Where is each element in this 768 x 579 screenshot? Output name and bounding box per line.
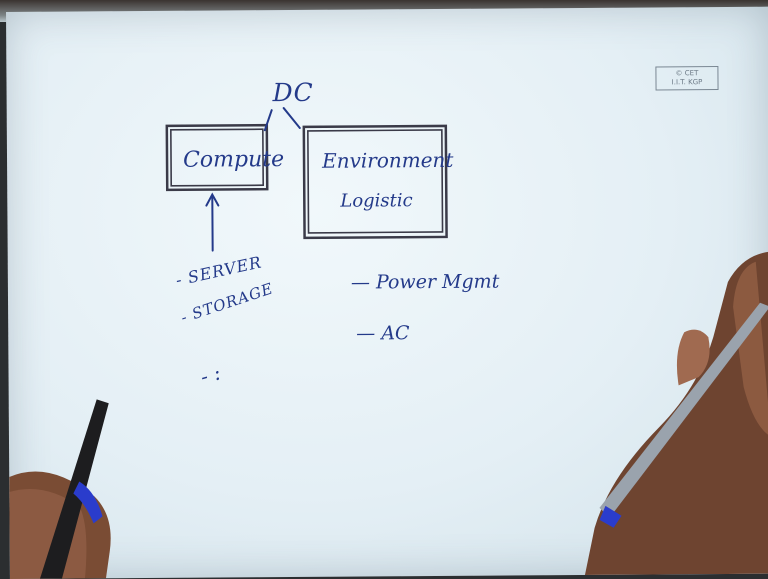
environment-item-power: — Power Mgmt: [350, 270, 500, 294]
left-hand-with-marker: [9, 399, 111, 579]
right-hand-with-marker: [584, 251, 768, 575]
compute-arrow: [205, 192, 220, 252]
compute-label: Compute: [182, 147, 285, 173]
handwritten-strokes: [9, 107, 768, 579]
environment-item-ac: — AC: [356, 322, 410, 345]
dc-connectors: [263, 107, 301, 132]
compute-box: [165, 123, 269, 192]
environment-label-line-1: Environment: [321, 147, 454, 173]
environment-label-line-2: Logistic: [340, 190, 413, 212]
paper-sheet: © CET I.I.T. KGP: [6, 6, 768, 579]
dc-label: DC: [272, 77, 314, 108]
environment-box: [302, 124, 448, 240]
